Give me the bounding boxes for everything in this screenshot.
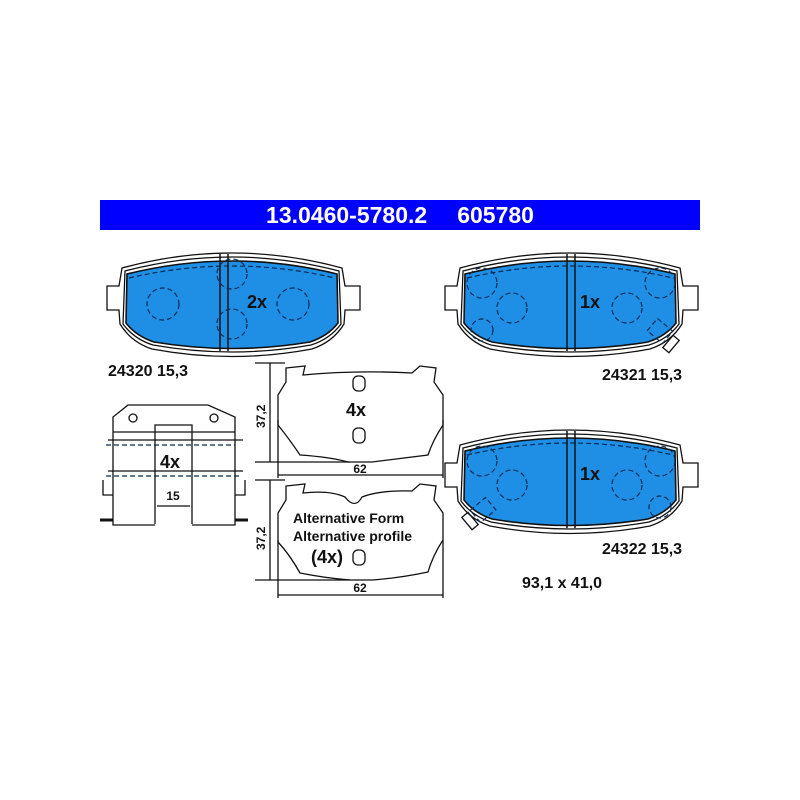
shim-width-dimension: 62 — [353, 462, 367, 476]
alt-shim-quantity: (4x) — [311, 547, 343, 567]
alternative-shim: 37,2 62 Alternative Form Alternative pro… — [254, 479, 444, 598]
shim-quantity: 4x — [346, 400, 366, 420]
alt-shim-height-dimension: 37,2 — [254, 526, 268, 550]
shim-height-dimension: 37,2 — [254, 404, 268, 428]
pad-quantity: 2x — [247, 292, 267, 312]
clip-width-dimension: 15 — [166, 489, 180, 503]
brake-pad-24322: 1x — [444, 429, 699, 535]
pad-quantity: 1x — [580, 464, 600, 484]
pad-label-24322: 24322 15,3 — [602, 541, 682, 558]
brake-pad-24321: 1x — [444, 252, 699, 358]
retaining-clip: 15 4x — [100, 404, 248, 526]
alt-form-label: Alternative Form — [293, 510, 404, 526]
alt-profile-label: Alternative profile — [293, 528, 412, 544]
alt-shim-width-dimension: 62 — [353, 581, 367, 595]
pad-label-24320: 24320 15,3 — [108, 363, 188, 380]
shim: 37,2 62 4x — [254, 362, 444, 478]
header-banner — [100, 200, 700, 230]
clip-quantity: 4x — [160, 452, 180, 472]
pad-label-24321: 24321 15,3 — [602, 367, 682, 384]
pad-dimensions: 93,1 x 41,0 — [522, 575, 602, 592]
brake-pad-24320: 2x — [106, 252, 361, 358]
pad-quantity: 1x — [580, 292, 600, 312]
